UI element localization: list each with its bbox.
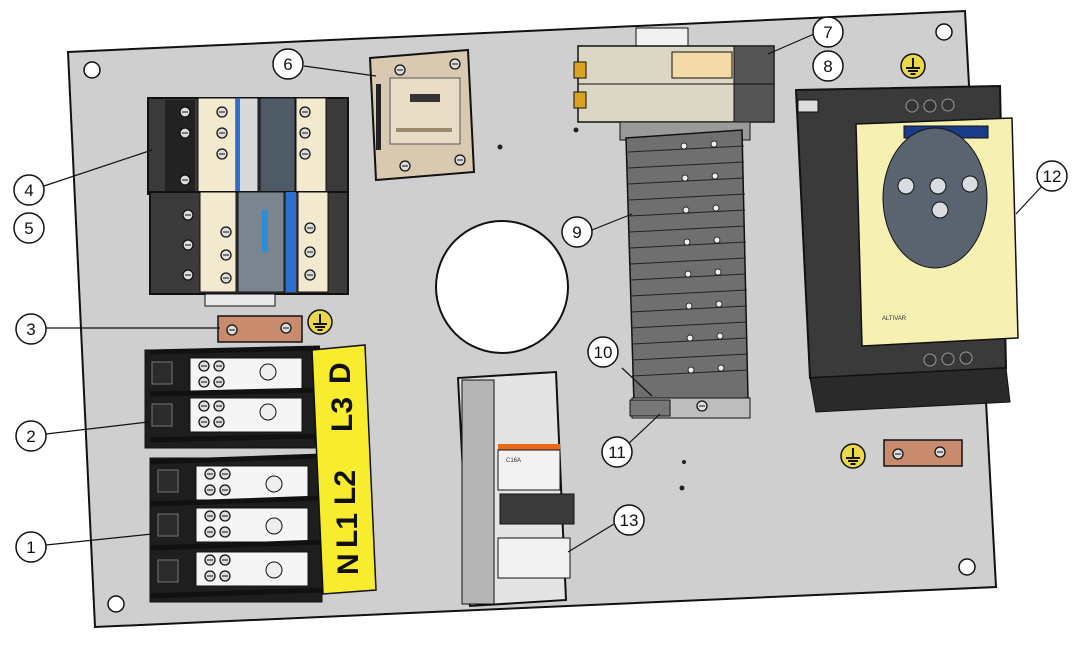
ground-points-right bbox=[840, 53, 963, 469]
circuit-breaker: C16A bbox=[456, 370, 575, 608]
cable-cutout bbox=[435, 220, 569, 354]
mounting-holes bbox=[83, 23, 976, 613]
terminal-label-l2: L2 bbox=[329, 470, 362, 505]
terminal-label-d: D bbox=[324, 362, 357, 384]
contactor-upper bbox=[147, 97, 349, 195]
svg-text:6: 6 bbox=[283, 55, 292, 74]
callout-7: 7 bbox=[812, 16, 844, 48]
callout-5: 5 bbox=[13, 212, 45, 244]
solid-state-relay bbox=[368, 48, 476, 182]
terminal-label-l3: L3 bbox=[326, 397, 359, 432]
svg-text:9: 9 bbox=[572, 223, 581, 242]
terminal-blocks bbox=[144, 345, 323, 603]
terminal-rail bbox=[625, 129, 751, 419]
terminal-label-strip: N L1 L2 L3 D bbox=[311, 344, 377, 595]
callout-3: 3 bbox=[15, 313, 47, 345]
callout-10: 10 bbox=[587, 336, 619, 368]
svg-text:7: 7 bbox=[823, 23, 832, 42]
callouts: 1 2 3 4 5 6 7 8 bbox=[13, 16, 1068, 563]
svg-text:10: 10 bbox=[594, 343, 613, 362]
callout-12: 12 bbox=[1036, 160, 1068, 192]
terminal-label-n: N bbox=[332, 553, 365, 575]
plate-dots bbox=[497, 127, 686, 491]
callout-13: 13 bbox=[613, 504, 645, 536]
terminal-label-l1: L1 bbox=[331, 513, 364, 548]
svg-text:12: 12 bbox=[1043, 167, 1062, 186]
variable-speed-drive: ALTIVAR bbox=[794, 84, 1019, 413]
svg-text:8: 8 bbox=[823, 57, 832, 76]
svg-text:13: 13 bbox=[620, 511, 639, 530]
ground-bus-bar bbox=[217, 309, 333, 343]
svg-text:2: 2 bbox=[26, 427, 35, 446]
svg-text:1: 1 bbox=[26, 538, 35, 557]
breaker-rating: C16A bbox=[506, 458, 521, 464]
drive-brand: ALTIVAR bbox=[882, 316, 907, 322]
contactor-lower bbox=[149, 191, 349, 307]
callout-9: 9 bbox=[561, 216, 593, 248]
callout-1: 1 bbox=[15, 531, 47, 563]
callout-6: 6 bbox=[272, 48, 304, 80]
callout-11: 11 bbox=[601, 436, 633, 468]
svg-text:3: 3 bbox=[26, 320, 35, 339]
callout-2: 2 bbox=[15, 420, 47, 452]
svg-text:5: 5 bbox=[24, 219, 33, 238]
svg-text:4: 4 bbox=[24, 181, 33, 200]
svg-text:11: 11 bbox=[608, 443, 626, 462]
leader-lines bbox=[43, 33, 1043, 553]
callout-8: 8 bbox=[812, 50, 844, 82]
callout-4: 4 bbox=[13, 174, 45, 206]
